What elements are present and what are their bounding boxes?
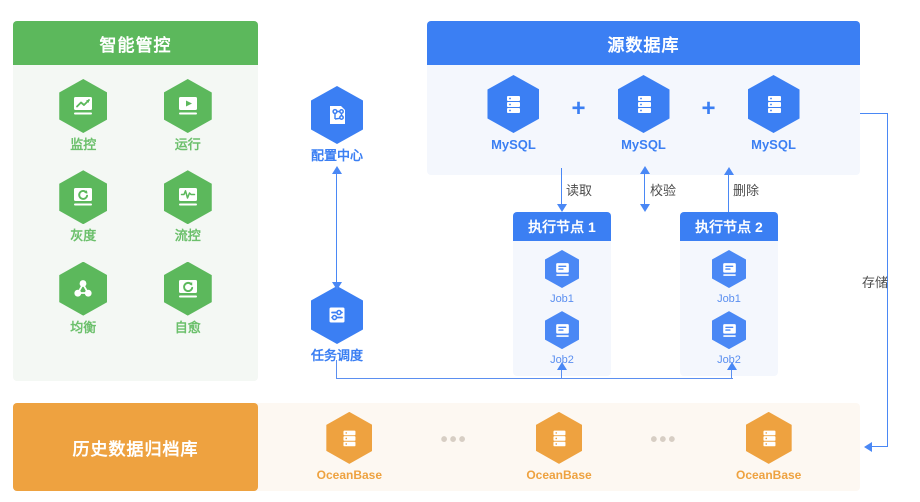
config-center-node[interactable]: 配置中心 — [311, 86, 363, 163]
control-panel-title: 智能管控 — [13, 21, 258, 65]
read-line — [561, 168, 563, 206]
control-item-5[interactable]: 自愈 — [136, 261, 241, 335]
control-item-label: 监控 — [70, 137, 97, 152]
exec-node-2-body: Job1 Job2 — [680, 241, 778, 376]
scheduler-down-line — [336, 360, 338, 379]
control-item-1[interactable]: 运行 — [136, 79, 241, 152]
job-screen-icon — [712, 250, 746, 288]
job-item[interactable]: Job1 — [545, 250, 579, 305]
exec-node-2-title: 执行节点 2 — [680, 212, 778, 241]
config-center-label: 配置中心 — [311, 148, 364, 163]
control-item-label: 自愈 — [174, 319, 201, 335]
source-db-1[interactable]: MySQL — [617, 75, 670, 152]
task-scheduler-icon — [311, 286, 363, 344]
control-icon-grid: 监控 运行 — [13, 79, 258, 335]
oceanbase-label: OceanBase — [316, 467, 383, 482]
job-label: Job1 — [550, 293, 574, 305]
config-center-icon — [311, 86, 363, 144]
bus-arrow-exec2 — [726, 362, 737, 370]
monitor-refresh-icon — [59, 170, 108, 225]
control-item-label: 灰度 — [70, 228, 97, 244]
plus-separator-2: + — [701, 95, 716, 122]
control-item-label: 流控 — [174, 228, 201, 244]
verify-label: 校验 — [650, 183, 677, 198]
job-label: Job1 — [717, 293, 741, 305]
control-item-3[interactable]: 流控 — [136, 170, 241, 243]
exec-node-1-body: Job1 Job2 — [513, 241, 611, 376]
database-server-icon — [747, 75, 800, 133]
delete-label: 删除 — [733, 183, 760, 198]
source-database-row: MySQL + MySQL — [427, 65, 860, 175]
task-scheduler-node[interactable]: 任务调度 — [311, 286, 363, 363]
control-item-2[interactable]: 灰度 — [31, 170, 136, 243]
source-database-title: 源数据库 — [427, 21, 860, 65]
job-screen-icon — [545, 250, 579, 288]
config-scheduler-arrow-up — [331, 166, 342, 174]
monitor-play-icon — [163, 79, 212, 133]
control-panel-body: 监控 运行 — [13, 65, 258, 381]
archive-panel-title: 历史数据归档库 — [13, 403, 258, 491]
exec-node-2[interactable]: 执行节点 2 Job1 — [680, 212, 778, 377]
delete-arrow — [723, 167, 734, 175]
bus-arrow-exec1 — [556, 362, 567, 370]
oceanbase-node-1[interactable]: OceanBase — [526, 411, 592, 482]
control-panel: 智能管控 监控 — [13, 21, 258, 381]
job-screen-icon — [545, 311, 579, 350]
database-server-icon — [536, 411, 582, 464]
scheduler-bus-line — [336, 378, 733, 380]
bus-branch-exec1 — [561, 368, 563, 379]
database-server-icon — [617, 75, 670, 133]
storage-line-top — [860, 113, 888, 115]
storage-line-vertical — [886, 113, 888, 447]
source-db-label: MySQL — [621, 137, 666, 152]
verify-line — [644, 172, 646, 206]
job-screen-icon — [712, 311, 746, 350]
source-db-0[interactable]: MySQL — [487, 75, 540, 152]
network-nodes-icon — [59, 261, 108, 316]
job-item[interactable]: Job2 — [712, 311, 746, 366]
task-scheduler-label: 任务调度 — [311, 348, 364, 363]
verify-arrow-down — [639, 204, 650, 212]
oceanbase-label: OceanBase — [735, 467, 802, 482]
exec-node-1[interactable]: 执行节点 1 Job1 — [513, 212, 611, 377]
source-database-body: MySQL + MySQL — [427, 65, 860, 175]
oceanbase-label: OceanBase — [526, 467, 592, 482]
archive-panel: 历史数据归档库 OceanBase ••• — [13, 403, 860, 491]
oceanbase-node-2[interactable]: OceanBase — [735, 411, 802, 482]
database-server-icon — [326, 411, 373, 464]
config-scheduler-line — [336, 173, 338, 283]
source-db-2[interactable]: MySQL — [747, 75, 800, 152]
archive-ellipsis-1: ••• — [440, 428, 468, 451]
read-label: 读取 — [566, 183, 593, 198]
job-item[interactable]: Job1 — [712, 250, 746, 305]
control-item-4[interactable]: 均衡 — [31, 261, 136, 335]
archive-nodes-row: OceanBase ••• OceanBase ••• — [258, 403, 860, 491]
job-label: Job2 — [550, 354, 574, 367]
job-item[interactable]: Job2 — [545, 311, 579, 366]
control-item-label: 均衡 — [70, 319, 97, 335]
source-database-panel: 源数据库 MySQL + — [427, 21, 860, 175]
verify-arrow-up — [639, 166, 650, 174]
control-item-0[interactable]: 监控 — [31, 79, 136, 152]
monitor-sync-icon — [163, 261, 212, 316]
database-server-icon — [487, 75, 540, 133]
archive-ellipsis-2: ••• — [650, 428, 678, 451]
plus-separator-1: + — [571, 95, 586, 122]
storage-label: 存储 — [862, 275, 889, 290]
oceanbase-node-0[interactable]: OceanBase — [316, 411, 383, 482]
storage-line-bottom — [872, 446, 887, 448]
read-arrow — [556, 204, 567, 212]
control-item-label: 运行 — [174, 137, 201, 152]
exec-node-1-title: 执行节点 1 — [513, 212, 611, 241]
bus-branch-exec2 — [731, 368, 733, 379]
monitor-pulse-icon — [163, 170, 212, 225]
monitor-chart-icon — [59, 79, 108, 133]
database-server-icon — [745, 411, 792, 464]
config-scheduler-arrow-down — [331, 282, 342, 290]
storage-arrow — [864, 442, 872, 452]
delete-line — [728, 174, 730, 212]
source-db-label: MySQL — [491, 137, 536, 152]
source-db-label: MySQL — [751, 137, 796, 152]
